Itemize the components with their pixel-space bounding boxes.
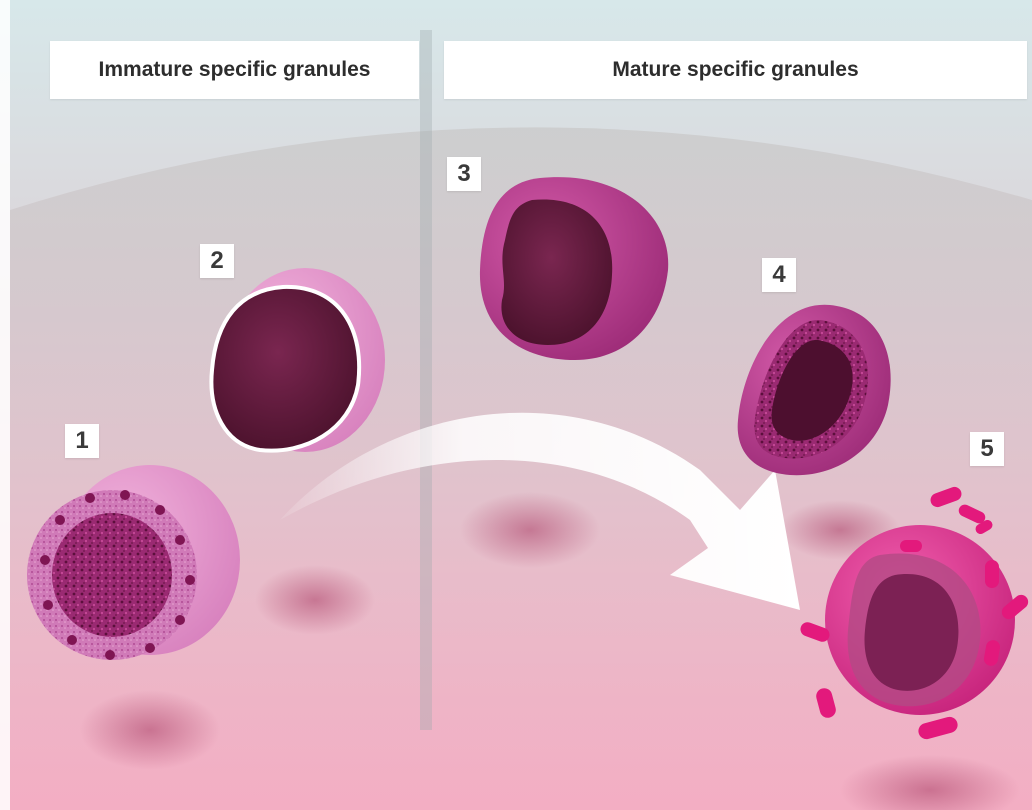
panel-divider — [420, 30, 432, 730]
granule-3 — [480, 177, 668, 360]
stage-label-3: 3 — [447, 157, 481, 191]
stage-label-1: 1 — [65, 424, 99, 458]
stage-label-2: 2 — [200, 244, 234, 278]
stage-label-5: 5 — [970, 432, 1004, 466]
header-mature-granules: Mature specific granules — [444, 41, 1027, 99]
header-immature-granules: Immature specific granules — [50, 41, 419, 99]
stage-label-4: 4 — [762, 258, 796, 292]
